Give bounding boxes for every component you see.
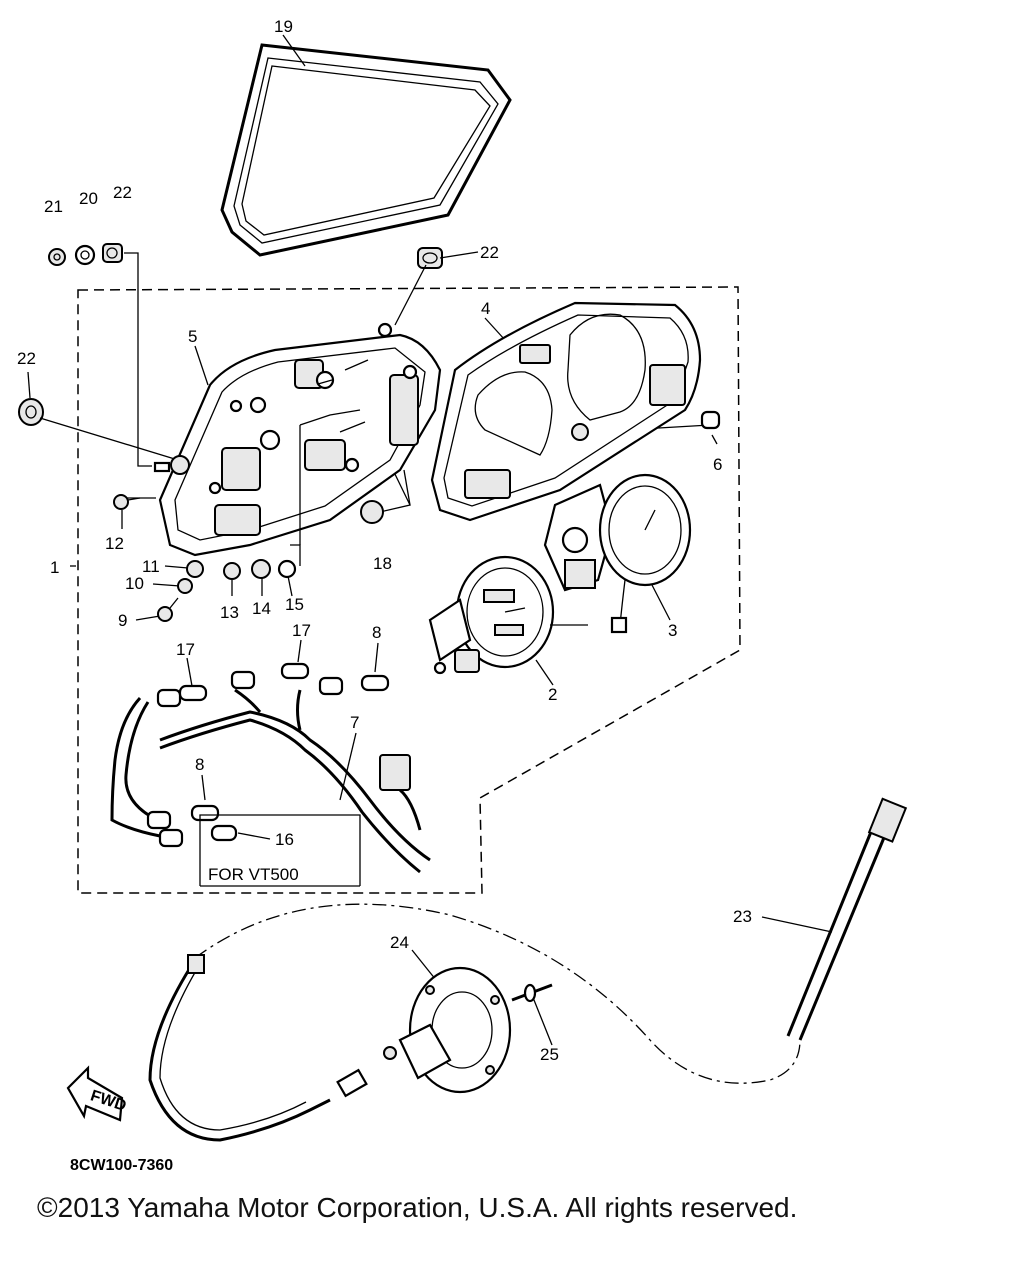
part-8-bulb-top — [360, 674, 390, 692]
callout-8-top: 8 — [372, 623, 381, 642]
part-13-nut — [223, 562, 241, 580]
callout-16: 16 — [275, 830, 294, 849]
callout-14: 14 — [252, 599, 271, 618]
part-14-washer — [251, 559, 271, 579]
copyright-notice: ©2013 Yamaha Motor Corporation, U.S.A. A… — [37, 1192, 798, 1223]
callout-7: 7 — [350, 713, 359, 732]
callout-24: 24 — [390, 933, 409, 952]
callout-18: 18 — [373, 554, 392, 573]
part-2-speedometer — [428, 555, 588, 675]
part-22-grommet-left — [18, 398, 44, 426]
part-16-bulb — [210, 824, 238, 842]
callout-labels: 19 21 20 22 22 22 4 5 6 12 1 11 10 9 13 … — [17, 17, 752, 1064]
callout-5: 5 — [188, 327, 197, 346]
fwd-arrow-icon: FWD — [66, 1065, 128, 1122]
callout-10: 10 — [125, 574, 144, 593]
callout-20: 20 — [79, 189, 98, 208]
part-12-screw — [113, 494, 141, 510]
vt500-note-box — [199, 814, 361, 887]
callout-11: 11 — [142, 557, 160, 576]
callout-15: 15 — [285, 595, 304, 614]
part-7-wire-harness — [110, 670, 431, 874]
callout-8-bottom: 8 — [195, 755, 204, 774]
part-18-grommet — [360, 500, 384, 524]
part-17-bulb-right — [280, 662, 310, 680]
part-22-grommet-right — [417, 247, 443, 269]
callout-2: 2 — [548, 685, 557, 704]
diagram-code: 8CW100-7360 — [70, 1157, 173, 1174]
callout-22-left: 22 — [17, 349, 36, 368]
callout-3: 3 — [668, 621, 677, 640]
part-10-washer — [177, 578, 193, 594]
callout-21: 21 — [44, 197, 63, 216]
leader-lines — [27, 34, 833, 1046]
cable-route — [194, 903, 801, 1084]
part-21-nut — [48, 248, 66, 266]
part-4-meter-housing — [430, 301, 721, 522]
part-3-tachometer — [543, 473, 692, 634]
part-25-tang — [511, 983, 553, 1003]
vt500-note-text: FOR VT500 — [208, 865, 299, 884]
part-11-nut — [186, 560, 204, 578]
part-24-gear-unit — [383, 966, 512, 1094]
part-9-screw — [157, 597, 179, 622]
callout-4: 4 — [481, 299, 490, 318]
callout-12: 12 — [105, 534, 124, 553]
callout-17-right: 17 — [292, 621, 311, 640]
part-19-gasket — [220, 43, 512, 257]
part-22-grommet-top — [102, 243, 123, 263]
callout-17-left: 17 — [176, 640, 195, 659]
part-23-speedometer-cable — [148, 797, 908, 1142]
part-17-bulb-left — [178, 684, 208, 702]
callout-25: 25 — [540, 1045, 559, 1064]
callout-9: 9 — [118, 611, 127, 630]
callout-1: 1 — [50, 558, 59, 577]
part-5-meter-case — [153, 322, 442, 566]
assembly-boundary — [77, 286, 741, 894]
callout-19: 19 — [274, 17, 293, 36]
part-15-washer — [277, 559, 297, 579]
callout-13: 13 — [220, 603, 239, 622]
callout-22-right: 22 — [480, 243, 499, 262]
callout-23: 23 — [733, 907, 752, 926]
part-20-washer — [74, 244, 96, 266]
callout-22-top: 22 — [113, 183, 132, 202]
callout-6: 6 — [713, 455, 722, 474]
part-8-bulb-bottom — [190, 804, 220, 822]
